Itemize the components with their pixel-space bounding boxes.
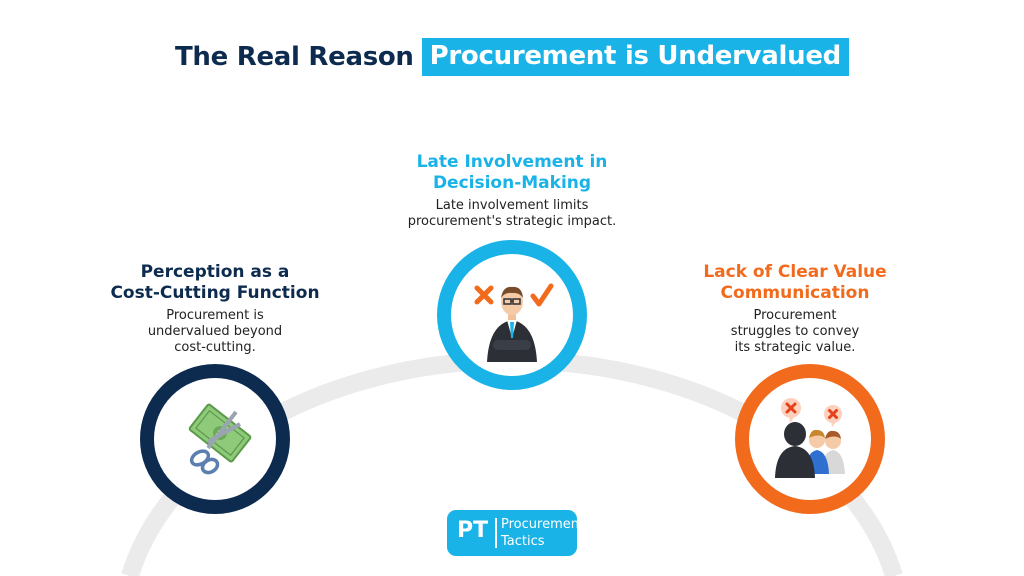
title-plain: The Real Reason <box>175 42 414 72</box>
heading-line: Cost-Cutting Function <box>110 283 320 303</box>
businessman-cross-check-icon <box>474 283 554 362</box>
item-late-involvement-circle <box>437 240 587 390</box>
team-speech-cross-icon <box>775 398 845 478</box>
item-heading: Lack of Clear Value Communication <box>680 262 910 304</box>
heading-line: Communication <box>720 283 870 303</box>
desc-line: its strategic value. <box>734 340 856 355</box>
logo-line1: Procurement <box>501 517 585 532</box>
item-heading: Late Involvement in Decision-Making <box>387 152 637 194</box>
desc-line: undervalued beyond <box>147 324 283 339</box>
item-description: Procurement is undervalued beyond cost-c… <box>100 308 330 356</box>
logo-divider <box>495 518 497 548</box>
logo-initials: PT <box>457 518 489 543</box>
desc-line: cost-cutting. <box>174 340 256 355</box>
heading-line: Perception as a <box>140 262 290 282</box>
item-cost-cutting-text: Perception as a Cost-Cutting Function Pr… <box>100 262 330 356</box>
item-description: Procurement struggles to convey its stra… <box>680 308 910 356</box>
desc-line: Procurement is <box>166 308 264 323</box>
item-heading: Perception as a Cost-Cutting Function <box>100 262 330 304</box>
item-value-communication-circle <box>735 364 885 514</box>
item-description: Late involvement limits procurement's st… <box>387 198 637 230</box>
item-value-communication-text: Lack of Clear Value Communication Procur… <box>680 262 910 356</box>
procurement-tactics-logo: PT Procurement Tactics <box>447 510 584 556</box>
desc-line: struggles to convey <box>730 324 860 339</box>
heading-line: Late Involvement in <box>416 152 608 172</box>
scissors-cutting-money-icon: $ <box>188 403 252 475</box>
desc-line: procurement's strategic impact. <box>407 214 617 229</box>
desc-line: Procurement <box>753 308 837 323</box>
logo-line2: Tactics <box>501 534 545 549</box>
item-late-involvement-text: Late Involvement in Decision-Making Late… <box>387 152 637 230</box>
heading-line: Decision-Making <box>432 173 592 193</box>
desc-line: Late involvement limits <box>435 198 589 213</box>
heading-line: Lack of Clear Value <box>703 262 887 282</box>
title-highlight: Procurement is Undervalued <box>421 38 849 76</box>
item-cost-cutting-circle: $ <box>140 364 290 514</box>
